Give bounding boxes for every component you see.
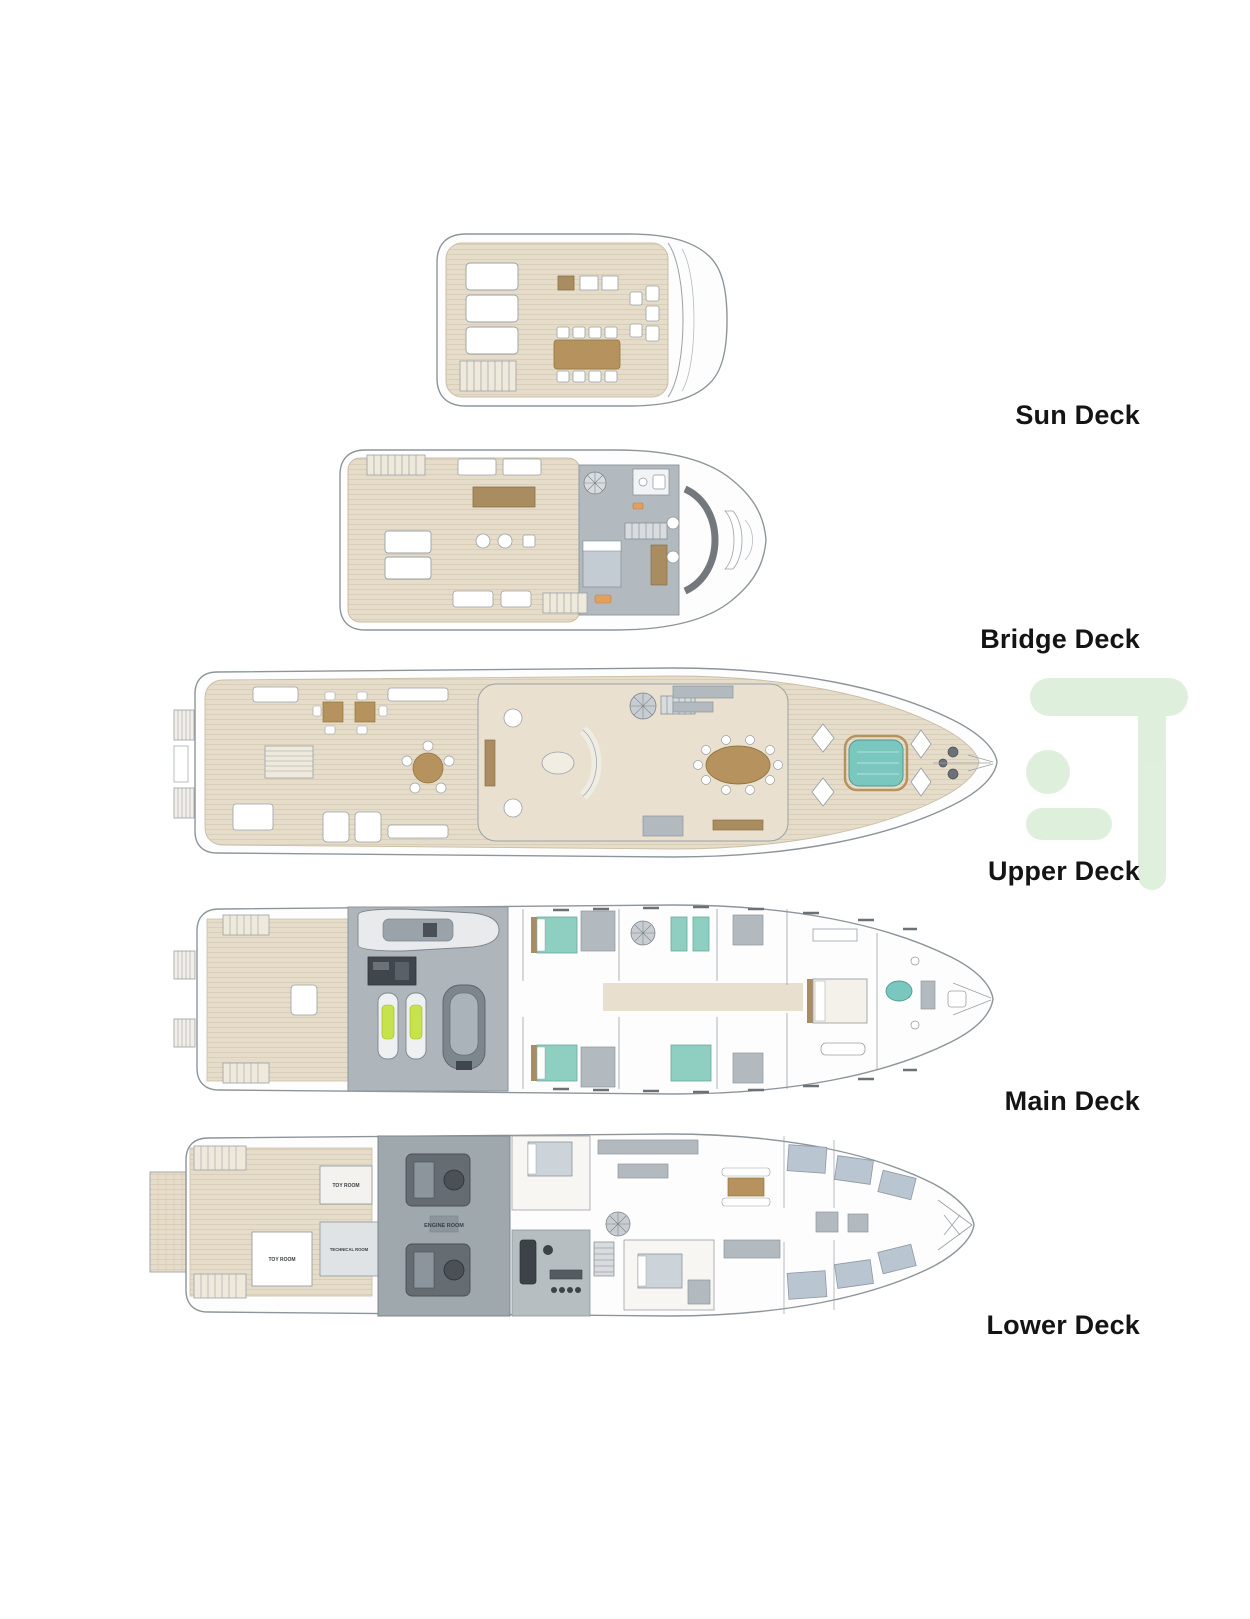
- toy-room-fwd-label: TOY ROOM: [332, 1183, 359, 1189]
- bar-counter: [557, 275, 619, 291]
- stairs-side: [542, 592, 588, 614]
- deck-label-upper-deck: Upper Deck: [987, 856, 1140, 886]
- sun-pads: [465, 262, 519, 355]
- helm-console: [683, 485, 719, 595]
- upper-deck-plan: [173, 660, 1005, 868]
- captain-cabin-bed: [582, 540, 622, 588]
- deck-label-bridge-deck: Bridge Deck: [980, 624, 1140, 654]
- main-deck-plan: [173, 893, 1005, 1107]
- twin-cabin-beds: [670, 916, 712, 1082]
- stern-boarding-stairs: [173, 709, 195, 819]
- sun-pad-diamonds: [811, 723, 932, 807]
- deck-label-sun-deck: Sun Deck: [1015, 400, 1140, 430]
- deck-label-lower-deck: Lower Deck: [986, 1310, 1140, 1340]
- crew-cabins: [783, 1136, 917, 1314]
- galley-counters: [672, 685, 734, 713]
- toy-room-aft-label: TOY ROOM: [268, 1257, 295, 1263]
- lower-deck-plan: TOY ROOM TECHNICAL ROOM TOY ROOM: [148, 1120, 1006, 1326]
- stairs: [459, 360, 517, 392]
- deck-label-main-deck: Main Deck: [1004, 1086, 1140, 1116]
- bow-locker: [937, 1199, 973, 1251]
- sun-deck-plan: [430, 230, 730, 410]
- sun-pads: [384, 530, 432, 580]
- round-dining: [401, 740, 455, 794]
- beach-club-stairs: [193, 1145, 247, 1299]
- hull-windows: [553, 905, 917, 1094]
- day-head: [642, 815, 684, 837]
- garage-console: [367, 956, 417, 986]
- engine-starboard: [405, 1243, 471, 1297]
- stairs-aft: [366, 454, 426, 476]
- card-tables: [312, 691, 388, 735]
- tender-boat: [357, 908, 500, 952]
- cabin-bottom: [623, 1239, 715, 1311]
- master-suite: [807, 928, 936, 1069]
- cocktail-tables: [475, 533, 536, 549]
- salon: [477, 683, 789, 842]
- foredeck: [811, 723, 994, 807]
- bow-seat: [724, 510, 743, 570]
- toy-room-fwd-box: TOY ROOM: [319, 1165, 373, 1205]
- gym-equipment: [519, 1239, 583, 1293]
- rescue-tender: [442, 984, 486, 1070]
- aft-stairs: [222, 914, 318, 1084]
- aft-teak-deck: [206, 918, 349, 1082]
- benches: [232, 686, 449, 843]
- toy-room-aft-box: TOY ROOM: [251, 1231, 313, 1287]
- wardrobe: [650, 544, 668, 586]
- bathroom: [632, 468, 670, 496]
- sideboard: [472, 486, 536, 508]
- stairs: [264, 745, 314, 779]
- galley-counters: [597, 1139, 699, 1179]
- bow-deck: [947, 982, 992, 1016]
- orange-accents: [594, 502, 644, 604]
- tender-garage: [347, 906, 509, 1092]
- jet-skis: [377, 992, 427, 1060]
- engine-port: [405, 1153, 471, 1207]
- engine-room-label: ENGINE ROOM: [424, 1223, 464, 1229]
- stairs-interior: [624, 522, 668, 540]
- lounge: [484, 708, 602, 818]
- guest-cabin-beds: [531, 916, 578, 1082]
- swim-platform: [149, 1171, 189, 1273]
- formal-dining: [693, 735, 783, 795]
- jacuzzi: [843, 734, 909, 792]
- crew-mess: [721, 1167, 781, 1259]
- staircase: [593, 1211, 631, 1277]
- cabin-area: [522, 909, 803, 1089]
- main-staircase: [630, 920, 656, 946]
- guest-bathrooms: [580, 910, 616, 1088]
- aft-seating: [452, 590, 532, 608]
- dining-table: [553, 326, 621, 383]
- master-bathroom: [885, 956, 936, 1030]
- forward-seats: [629, 285, 660, 342]
- gym-and-cabin: [511, 1135, 591, 1317]
- stern-boarding-stairs: [173, 950, 196, 1048]
- technical-room-label: TECHNICAL ROOM: [330, 1247, 369, 1252]
- spiral-staircase: [583, 471, 607, 495]
- engine-room: ENGINE ROOM: [377, 1135, 511, 1317]
- helm-seats: [666, 516, 680, 564]
- lobby-head: [732, 914, 764, 1084]
- skylights: [457, 458, 542, 476]
- midship: [593, 1139, 781, 1311]
- technical-room-box: TECHNICAL ROOM: [319, 1221, 379, 1277]
- aft-deck: [232, 686, 455, 843]
- tv-sideboard: [712, 819, 764, 831]
- bridge-deck-plan: [333, 445, 773, 635]
